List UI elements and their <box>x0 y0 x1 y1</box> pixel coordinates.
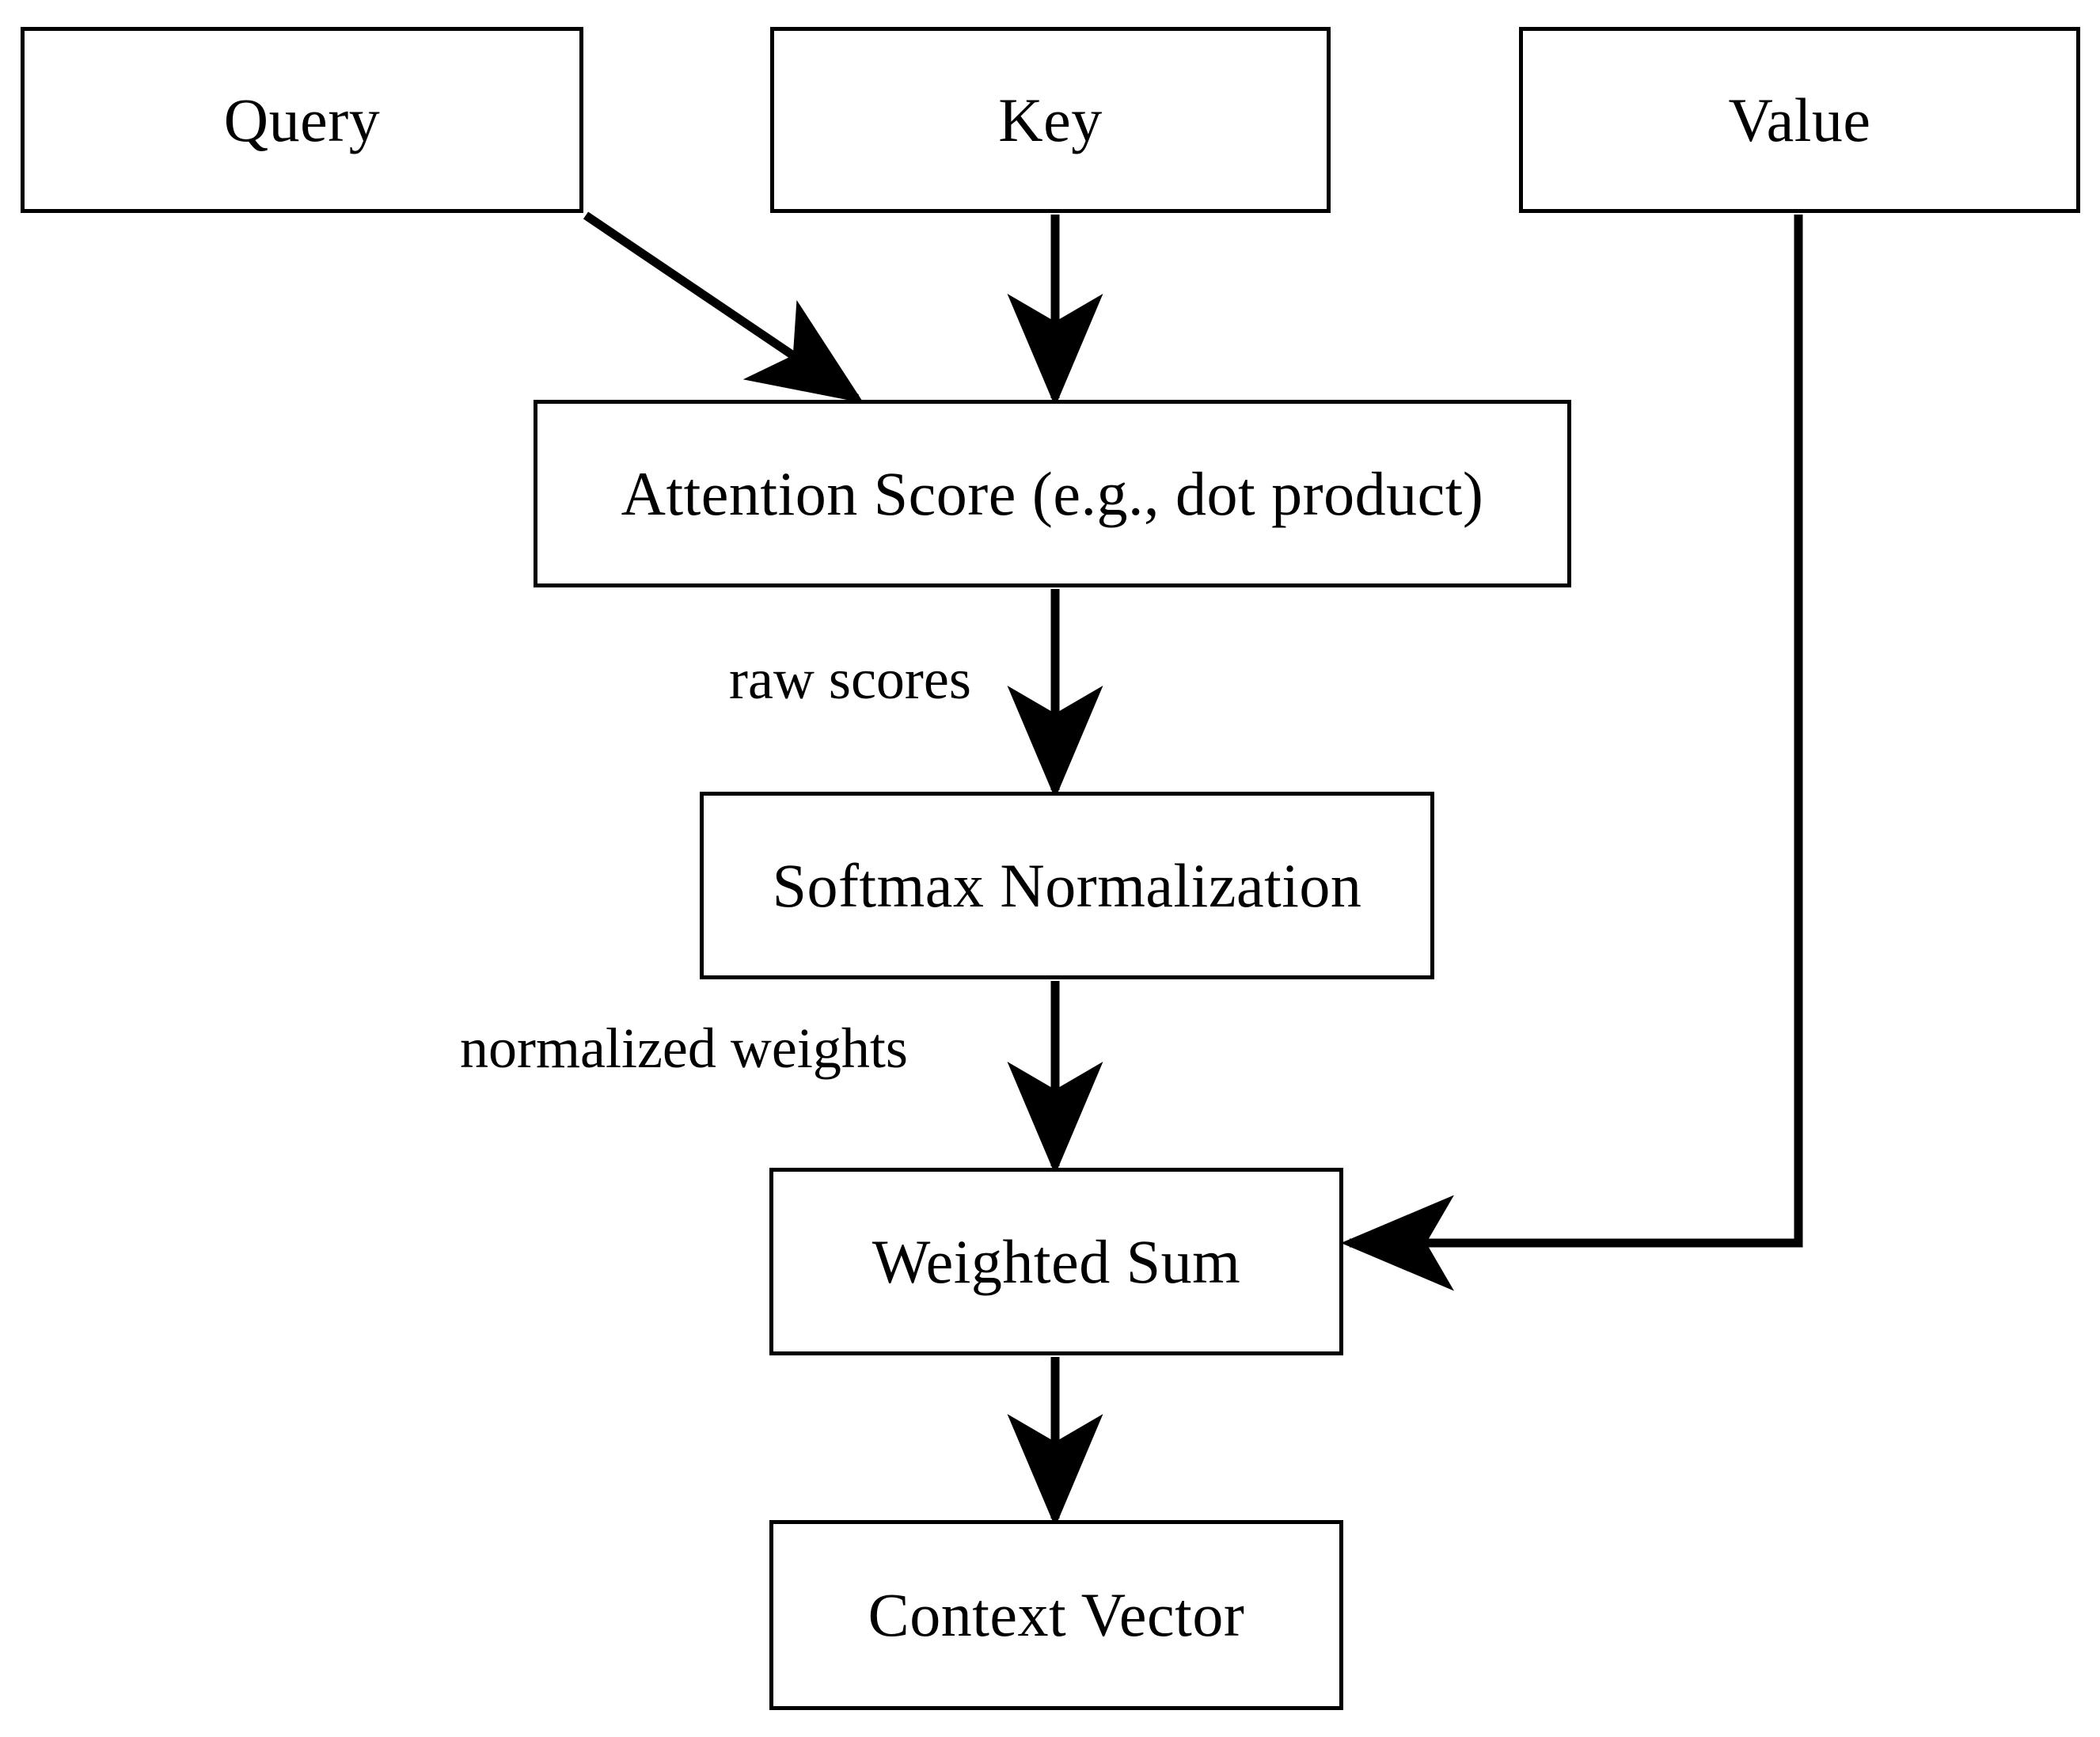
node-attention-score-label: Attention Score (e.g., dot product) <box>621 458 1484 528</box>
node-query-label: Query <box>223 85 381 154</box>
edge-label-normalized-weights: normalized weights <box>455 1020 913 1077</box>
node-context-vector-label: Context Vector <box>868 1580 1245 1649</box>
node-attention-score[interactable]: Attention Score (e.g., dot product) <box>534 400 1571 587</box>
node-context-vector[interactable]: Context Vector <box>769 1520 1343 1710</box>
node-weighted-sum-label: Weighted Sum <box>872 1226 1241 1296</box>
node-value[interactable]: Value <box>1519 27 2080 213</box>
node-value-label: Value <box>1728 85 1871 154</box>
node-key[interactable]: Key <box>770 27 1331 213</box>
edge-label-raw-scores: raw scores <box>724 651 976 708</box>
edge-value-to-weighted-sum <box>1341 215 1803 1291</box>
node-softmax-normalization[interactable]: Softmax Normalization <box>700 792 1434 979</box>
edge-query-to-attention-score <box>583 211 864 404</box>
node-weighted-sum[interactable]: Weighted Sum <box>769 1168 1343 1355</box>
node-key-label: Key <box>998 85 1103 154</box>
node-softmax-normalization-label: Softmax Normalization <box>772 850 1362 920</box>
node-query[interactable]: Query <box>21 27 583 213</box>
